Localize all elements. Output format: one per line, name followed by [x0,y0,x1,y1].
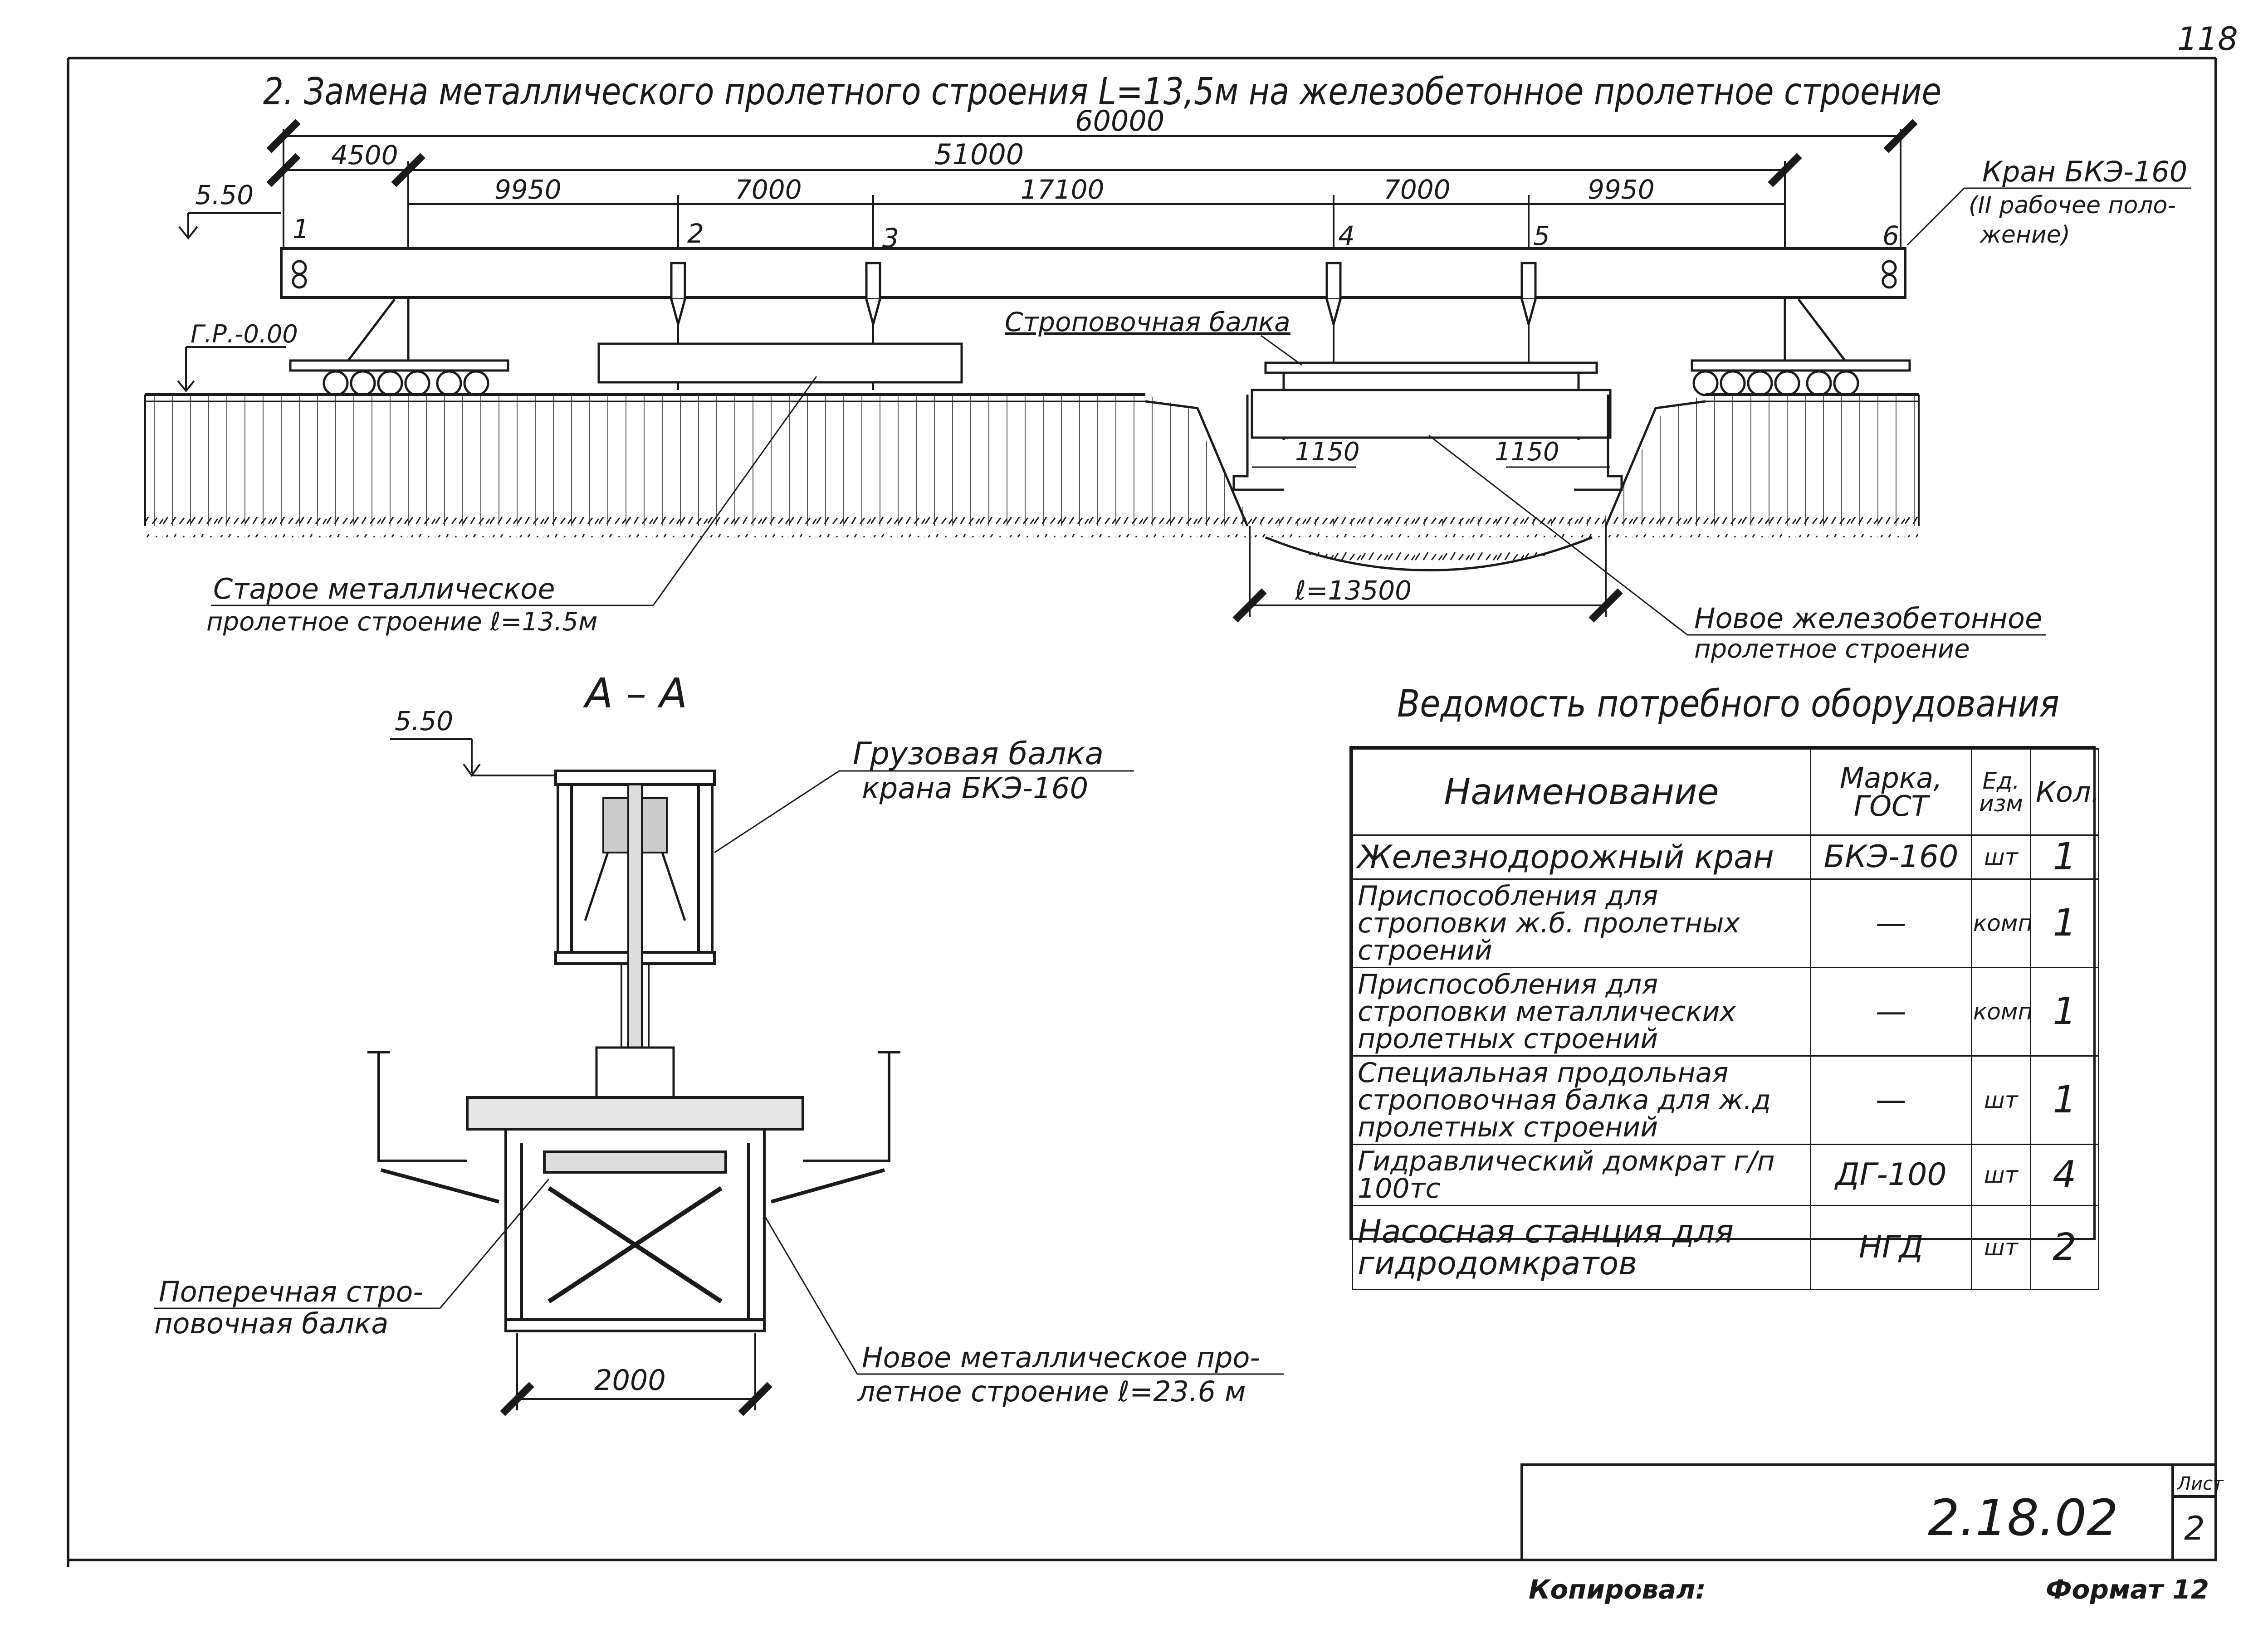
old-metal-span [597,342,963,384]
header-brand: Марка, ГОСТ [1810,748,1972,836]
ground-soil [145,517,1919,537]
section-width-dimension [500,1333,772,1416]
crane-carriage-left [289,297,509,396]
table-row: Приспособления для строповки металлическ… [1352,967,2099,1057]
support-point-5: 5 [1533,220,1550,251]
cross-beam-label-1: Поперечная стро- [159,1275,423,1308]
cargo-beam-label-1: Грузовая балка [853,736,1104,772]
table-header-row: Наименование Марка, ГОСТ Ед. изм Кол. [1352,748,2099,836]
span-length-label: ℓ=13500 [1295,575,1412,606]
support-point-6: 6 [1882,220,1899,251]
table-row: Специальная продольная строповочная балк… [1352,1055,2099,1145]
page-number: 118 [2177,20,2238,58]
header-name: Наименование [1352,748,1811,836]
sheet-format: Формат 12 [2046,1574,2209,1605]
crane-label-1: Кран БКЭ-160 [1982,155,2187,188]
sheet-label: Лист [2176,1473,2224,1494]
dim-51000: 51000 [934,138,1024,171]
dimension-chains [266,119,1918,295]
dim-17100: 17100 [1021,174,1105,205]
cross-beam-label-2: повочная балка [154,1307,388,1340]
dim-1150-right: 1150 [1495,437,1559,467]
header-unit: Ед. изм [1971,748,2031,836]
new-span-label-1: Новое железобетонное [1694,602,2042,635]
drawing-code: 2.18.02 [1928,1489,2118,1547]
level-top-label: 5.50 [195,180,254,210]
dim-4500: 4500 [331,140,398,171]
table-row: Железнодорожный кран БКЭ-160 шт 1 [1352,834,2099,880]
support-point-2: 2 [687,218,704,249]
crane-cargo-beam [280,247,1906,299]
old-span-label-2: пролетное строение ℓ=13.5м [206,607,597,637]
new-metal-span-label-1: Новое металлическое про- [862,1341,1260,1374]
support-point-1: 1 [293,214,309,244]
sling-beam-label: Строповочная балка [1005,307,1290,337]
level-mark-top [178,212,281,240]
support-point-3: 3 [882,223,899,253]
equipment-title: Ведомость потребного оборудования [1397,682,2059,726]
level-section-label: 5.50 [395,706,453,736]
drawing-title: 2. Замена металлического пролетного стро… [263,70,1941,113]
new-metal-span-label-2: летное строение ℓ=23.6 м [857,1375,1246,1408]
section-title: А – А [583,670,687,717]
dim-9950-left: 9950 [494,174,562,205]
dim-7000-right: 7000 [1383,174,1451,205]
crane-hooks [292,260,1897,329]
copied-by: Копировал: [1529,1574,1706,1605]
section-width-label: 2000 [594,1364,666,1397]
crane-label-3: жение) [1980,221,2070,249]
new-span-label-2: пролетное строение [1694,634,1970,664]
dim-1150-left: 1150 [1295,437,1360,467]
new-rc-span-assembly [1251,361,1612,440]
crane-label-2: (II рабочее поло- [1969,192,2176,219]
title-stamp [1520,1463,2217,1561]
sheet-number: 2 [2184,1509,2205,1547]
support-point-4: 4 [1338,220,1355,251]
level-rail-label: Г.Р.-0.00 [191,320,298,348]
equipment-table: Наименование Марка, ГОСТ Ед. изм Кол. Же… [1349,746,2099,1290]
crane-carriage-right [1691,297,1911,396]
cargo-beam-label-2: крана БКЭ-160 [862,772,1088,805]
old-span-label-1: Старое металлическое [213,572,555,605]
embankment [144,393,1920,526]
table-row: Приспособления для строповки ж.б. пролет… [1352,878,2099,968]
section-drawing [367,770,900,1332]
table-row: Гидравлический домкрат г/п 100тс ДГ-100 … [1352,1144,2099,1206]
level-mark-rail [177,346,286,393]
table-row: Насосная станция для гидродомкратов НГД … [1352,1205,2099,1290]
level-mark-section [390,738,556,777]
dim-9950-right: 9950 [1588,174,1655,205]
header-qty: Кол. [2030,748,2099,836]
dim-60000: 60000 [1075,104,1164,137]
dim-7000-left: 7000 [735,174,802,205]
